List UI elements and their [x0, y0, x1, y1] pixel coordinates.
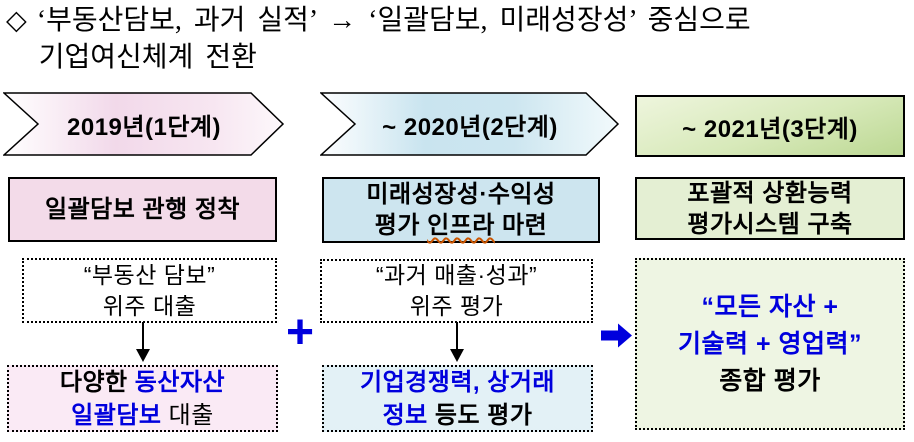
stage1-header-chevron: 2019년(1단계) — [3, 92, 285, 156]
stage3-result-line2: 기술력 + 영업력” — [678, 329, 862, 358]
diamond-bullet-icon: ◇ — [6, 5, 27, 35]
title-line1: ‘부동산담보, 과거 실적’ → ‘일괄담보, 미래성장성’ 중심으로 — [36, 5, 751, 36]
diagram-title: ◇ ‘부동산담보, 과거 실적’ → ‘일괄담보, 미래성장성’ 중심으로 기업… — [6, 2, 751, 76]
stage3-goal-line2: 평가시스템 구축 — [687, 210, 853, 238]
stage1-before-box: “부동산 담보” 위주 대출 — [22, 258, 277, 323]
stage2-after-box: 기업경쟁력, 상거래 정보 등도 평가 — [322, 365, 593, 432]
stage1-label: 2019년(1단계) — [67, 113, 221, 141]
stage1-after-box: 다양한 동산자산 일괄담보 대출 — [7, 365, 278, 432]
stage2-goal-line2: 평가 인프라 마련 — [374, 212, 548, 239]
stage2-goal-box: 미래성장성·수익성 평가 인프라 마련 — [322, 177, 600, 243]
stage1-before-line1: “부동산 담보” — [83, 261, 216, 288]
stage2-after-line2: 정보 등도 평가 — [382, 401, 533, 429]
stage3-goal-line1: 포괄적 상환능력 — [687, 179, 853, 207]
stage2-before-line1: “과거 매출·성과” — [375, 262, 538, 288]
stage2-before-line2: 위주 평가 — [409, 293, 504, 319]
title-text: ‘부동산담보, 과거 실적’ → ‘일괄담보, 미래성장성’ 중심으로 기업여신… — [37, 2, 751, 76]
stage1-after-line1: 다양한 동산자산 — [59, 368, 226, 396]
stage3-header: ~ 2021년(3단계) — [635, 95, 905, 157]
stage2-label: ~ 2020년(2단계) — [382, 113, 558, 141]
stage2-before-box: “과거 매출·성과” 위주 평가 — [320, 259, 593, 323]
stage3-result-line1: “모든 자산 + — [701, 292, 839, 321]
stage1-goal-text: 일괄담보 관행 정착 — [45, 196, 240, 223]
stage2-goal-line1: 미래성장성·수익성 — [366, 181, 556, 208]
down-arrow-icon — [136, 322, 150, 362]
stage3-label: ~ 2021년(3단계) — [682, 115, 858, 143]
stage3-goal-box: 포괄적 상환능력 평가시스템 구축 — [635, 177, 905, 240]
stage1-goal-box: 일괄담보 관행 정착 — [8, 177, 277, 242]
down-arrow-icon — [450, 322, 464, 362]
spellcheck-underline: 인프라 — [427, 212, 495, 239]
stage3-result-line3: 종합 평가 — [719, 366, 821, 395]
chevron-banner-icon — [3, 92, 285, 156]
stage1-before-line2: 위주 대출 — [102, 292, 197, 319]
stage2-header-chevron: ~ 2020년(2단계) — [320, 92, 620, 156]
stage1-after-line2: 일괄담보 대출 — [71, 401, 214, 429]
title-line2: 기업여신체계 전환 — [38, 42, 257, 73]
stage3-result-box: “모든 자산 + 기술력 + 영업력” 종합 평가 — [635, 258, 905, 430]
stage2-after-line1: 기업경쟁력, 상거래 — [360, 368, 555, 396]
chevron-banner-icon — [320, 92, 620, 156]
plus-connector: + — [285, 305, 315, 359]
right-arrow-icon — [601, 323, 632, 348]
